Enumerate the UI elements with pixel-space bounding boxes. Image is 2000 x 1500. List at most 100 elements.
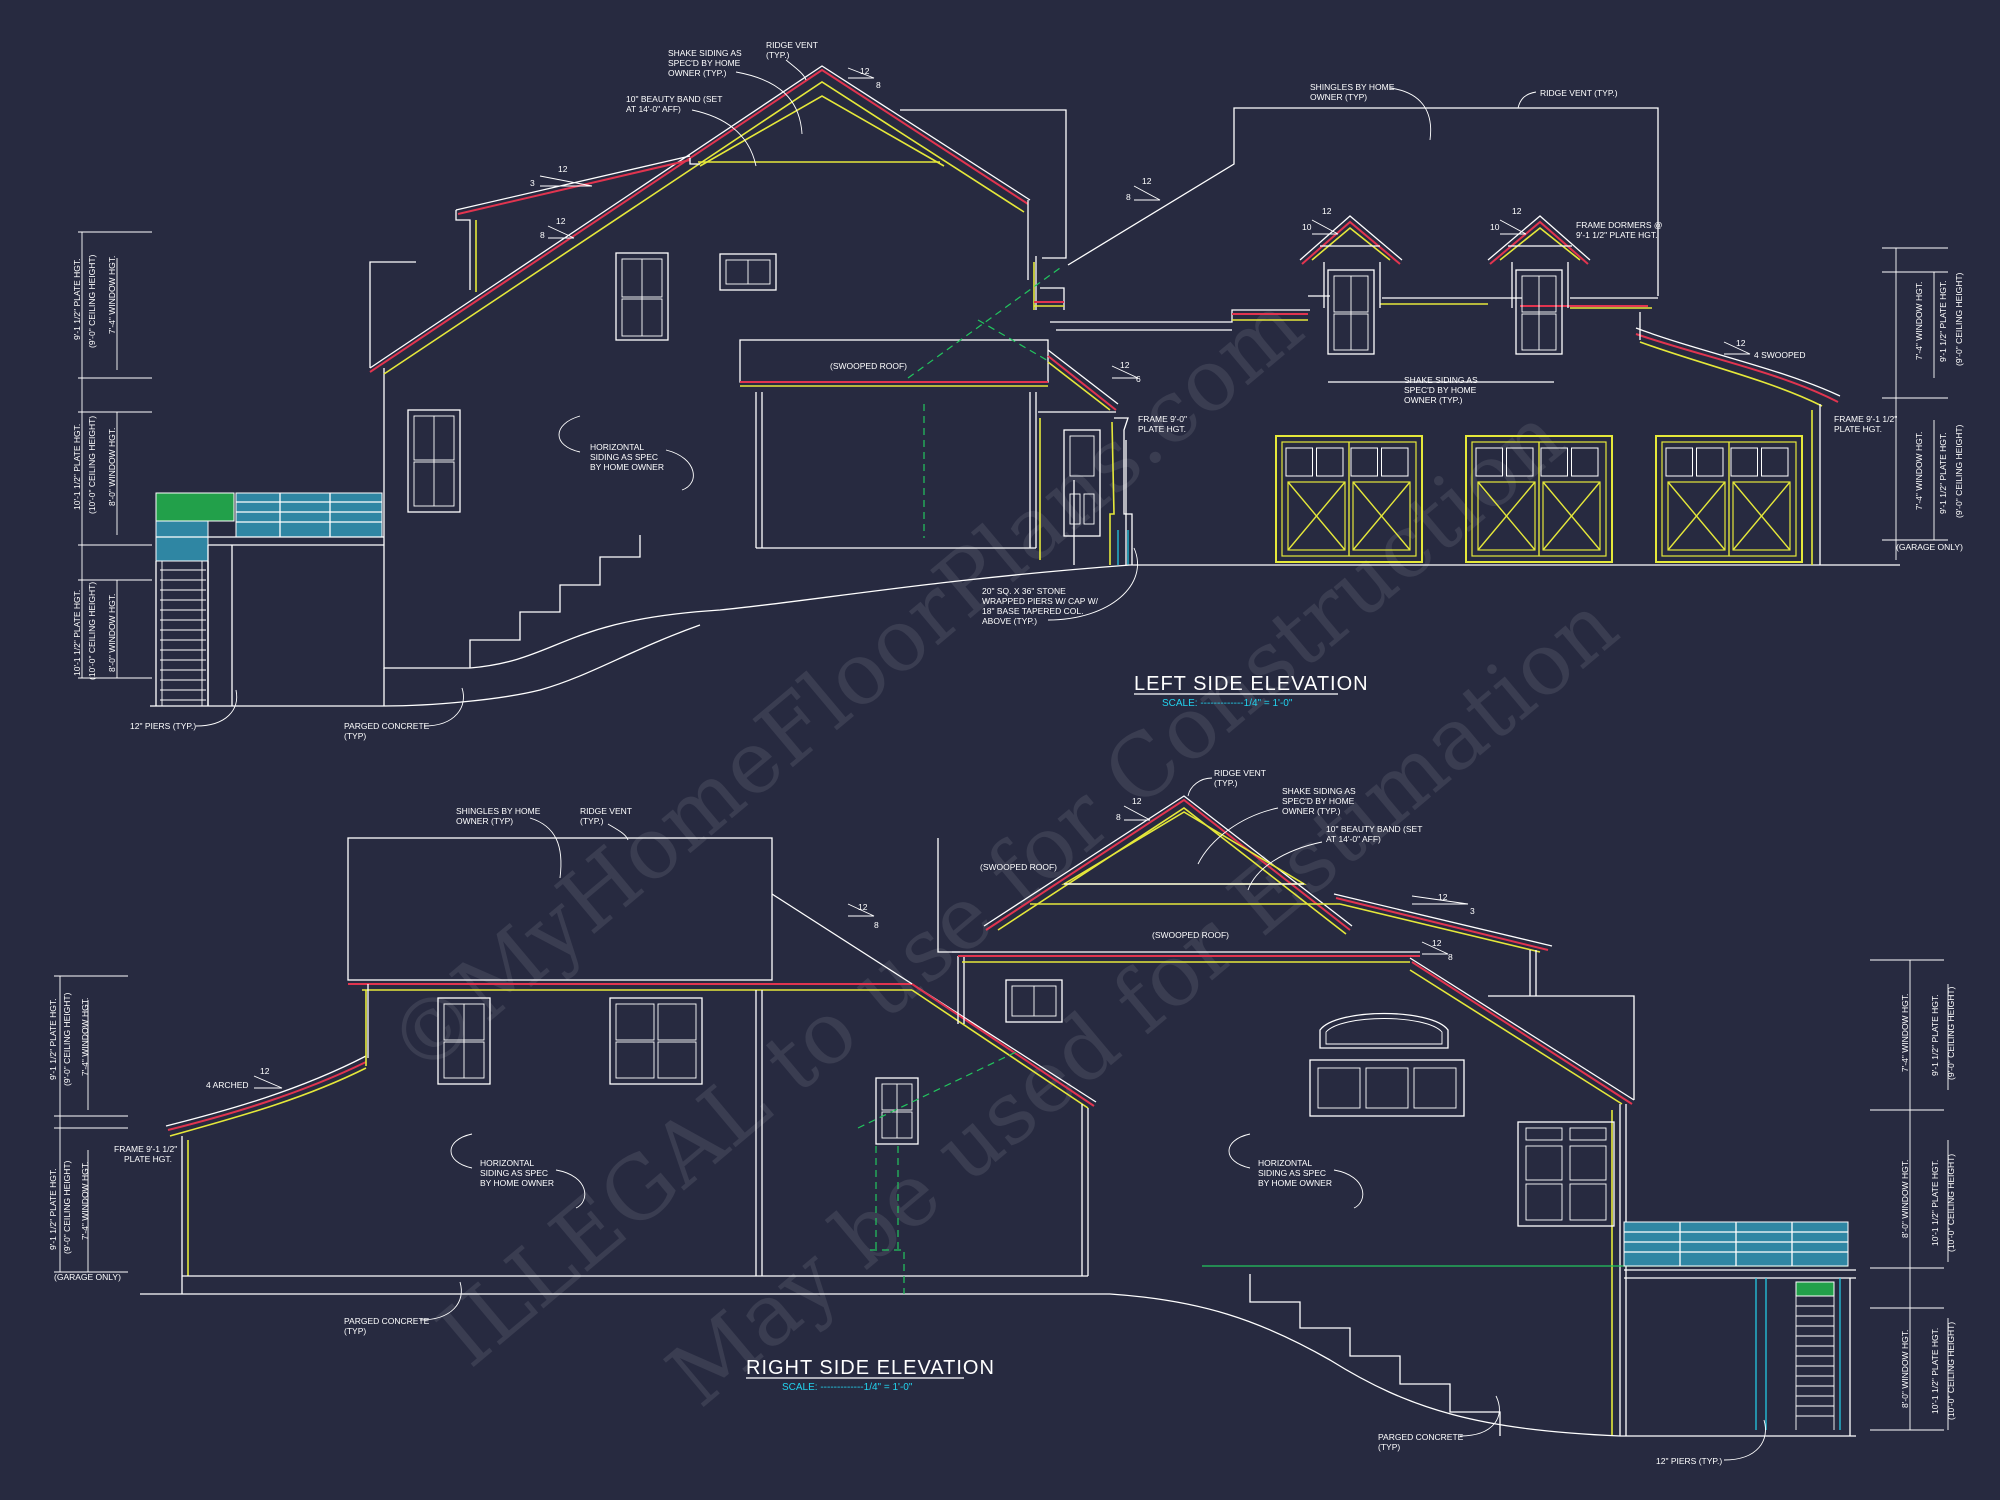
dim-text: 7'-4" WINDOW HGT.: [1914, 282, 1924, 360]
left-elev-pitch-markers: 12 3 12 8 12 8 12 8 12 10 12 10 12 6 12: [530, 66, 1751, 384]
dim-text: 9'-1 1/2" PLATE HGT.: [48, 1169, 58, 1251]
pitch-label: 12: [1142, 176, 1152, 186]
dim-text: 8'-0" WINDOW HGT.: [1900, 1330, 1910, 1408]
dim-text: (9'-0" CEILING HEIGHT): [1946, 986, 1956, 1080]
note-label: (GARAGE ONLY): [1896, 542, 1963, 552]
note-label: SIDING AS SPEC: [480, 1168, 548, 1178]
note-label: OWNER (TYP): [1310, 92, 1367, 102]
dim-text: 7'-4" WINDOW HGT.: [80, 998, 90, 1076]
note-label: OWNER (TYP.): [1404, 395, 1463, 405]
note-label: 10" BEAUTY BAND (SET: [1326, 824, 1422, 834]
note-label: SIDING AS SPEC: [1258, 1168, 1326, 1178]
pitch-label: 10: [1490, 222, 1500, 232]
note-label: AT 14'-0" AFF): [626, 104, 681, 114]
note-label: BY HOME OWNER: [480, 1178, 554, 1188]
dim-text: (10'-0" CEILING HEIGHT): [87, 582, 97, 680]
note-label: FRAME 9'-1 1/2": [1834, 414, 1897, 424]
pitch-label: 12: [1432, 938, 1442, 948]
note-label: 4 ARCHED: [206, 1080, 249, 1090]
note-label: SIDING AS SPEC: [590, 452, 658, 462]
pitch-label: 12: [1438, 892, 1448, 902]
right-elev-notes: SHINGLES BY HOME OWNER (TYP) RIDGE VENT …: [54, 768, 1766, 1466]
pitch-label: 12: [556, 216, 566, 226]
note-label: PARGED CONCRETE: [344, 721, 430, 731]
note-label: 9'-1 1/2" PLATE HGT.: [1576, 230, 1658, 240]
left-elev-dims-left: 9'-1 1/2" PLATE HGT. (9'-0" CEILING HEIG…: [72, 231, 152, 680]
pitch-label: 12: [1322, 206, 1332, 216]
note-label: HORIZONTAL: [1258, 1158, 1312, 1168]
note-label: HORIZONTAL: [480, 1158, 534, 1168]
note-label: 10" BEAUTY BAND (SET: [626, 94, 722, 104]
dim-text: 9'-1 1/2" PLATE HGT.: [1930, 995, 1940, 1077]
note-label: 12" PIERS (TYP.): [130, 721, 196, 731]
dim-text: 7'-4" WINDOW HGT.: [1900, 994, 1910, 1072]
dim-text: 9'-1 1/2" PLATE HGT.: [1938, 433, 1948, 515]
note-label: FRAME 9'-1 1/2": [114, 1144, 177, 1154]
pitch-label: 8: [540, 230, 545, 240]
pitch-label: 3: [530, 178, 535, 188]
dim-text: 8'-0" WINDOW HGT.: [1900, 1160, 1910, 1238]
dim-text: 10'-1 1/2" PLATE HGT.: [72, 590, 82, 676]
note-label: HORIZONTAL: [590, 442, 644, 452]
note-label: (GARAGE ONLY): [54, 1272, 121, 1282]
pitch-label: 6: [1136, 374, 1141, 384]
pitch-label: 8: [874, 920, 879, 930]
pitch-label: 12: [1736, 338, 1746, 348]
note-label: 12" PIERS (TYP.): [1656, 1456, 1722, 1466]
note-label: SHAKE SIDING AS: [668, 48, 742, 58]
note-label: (SWOOPED ROOF): [1152, 930, 1229, 940]
dim-text: (9'-0" CEILING HEIGHT): [62, 992, 72, 1086]
note-label: RIDGE VENT (TYP.): [1540, 88, 1618, 98]
pitch-label: 12: [860, 66, 870, 76]
left-elev-main-house: [369, 65, 1067, 706]
note-label: OWNER (TYP.): [1282, 806, 1341, 816]
note-label: SPEC'D BY HOME: [1404, 385, 1477, 395]
note-label: 18" BASE TAPERED COL.: [982, 606, 1083, 616]
pitch-label: 8: [1126, 192, 1131, 202]
pitch-label: 12: [1512, 206, 1522, 216]
pitch-label: 12: [558, 164, 568, 174]
pitch-label: 12: [1120, 360, 1130, 370]
left-elev-grade: [383, 564, 1900, 707]
right-elev-left-wing: [140, 837, 1110, 1295]
note-label: 20" SQ. X 36" STONE: [982, 586, 1066, 596]
dim-text: (10'-0" CEILING HEIGHT): [1946, 1322, 1956, 1420]
right-elev-pitch-markers: 12 12 8 12 8 12 3 12 8: [253, 796, 1475, 1089]
note-label: PLATE HGT.: [1834, 424, 1882, 434]
note-label: (TYP.): [580, 816, 604, 826]
note-label: SHINGLES BY HOME: [1310, 82, 1395, 92]
pitch-label: 12: [858, 902, 868, 912]
left-elev-title: LEFT SIDE ELEVATION: [1134, 673, 1369, 695]
left-elev-green-guides: [907, 267, 1061, 538]
note-label: (TYP): [344, 1326, 366, 1336]
pitch-label: 12: [260, 1066, 270, 1076]
note-label: SPEC'D BY HOME: [668, 58, 741, 68]
garage-door: [1655, 435, 1803, 563]
dim-text: (9'-0" CEILING HEIGHT): [87, 254, 97, 348]
left-elev-scale: SCALE: -------------1/4" = 1'-0": [1162, 698, 1293, 709]
left-elev-garage-wing: [1050, 107, 1841, 565]
dim-text: 9'-1 1/2" PLATE HGT.: [48, 999, 58, 1081]
note-label: BY HOME OWNER: [1258, 1178, 1332, 1188]
right-side-elevation: 9'-1 1/2" PLATE HGT. (9'-0" CEILING HEIG…: [48, 768, 1956, 1466]
left-elev-dims-right: 7'-4" WINDOW HGT. 9'-1 1/2" PLATE HGT. (…: [1882, 247, 1964, 560]
pitch-label: 10: [1302, 222, 1312, 232]
pitch-label: 8: [1116, 812, 1121, 822]
dim-text: 7'-4" WINDOW HGT.: [107, 256, 117, 334]
note-label: (SWOOPED ROOF): [980, 862, 1057, 872]
note-label: (TYP.): [1214, 778, 1238, 788]
dim-text: 9'-1 1/2" PLATE HGT.: [1938, 281, 1948, 363]
left-elev-notes: SHAKE SIDING AS SPEC'D BY HOME OWNER (TY…: [130, 40, 1963, 741]
right-elev-deck: [1623, 1221, 1856, 1436]
note-label: 4 SWOOPED: [1754, 350, 1805, 360]
note-label: PARGED CONCRETE: [1378, 1432, 1464, 1442]
note-label: BY HOME OWNER: [590, 462, 664, 472]
dim-text: 9'-1 1/2" PLATE HGT.: [72, 259, 82, 341]
right-elev-main-house: [937, 795, 1856, 1437]
watermark: ©MyHomeFloorPlans.com ILLEGAL to use for…: [369, 275, 1636, 1426]
left-side-elevation: 9'-1 1/2" PLATE HGT. (9'-0" CEILING HEIG…: [72, 40, 1964, 741]
dim-text: 7'-4" WINDOW HGT.: [1914, 432, 1924, 510]
note-label: SHAKE SIDING AS: [1282, 786, 1356, 796]
left-elev-windows: [407, 252, 777, 513]
pitch-label: 8: [876, 80, 881, 90]
